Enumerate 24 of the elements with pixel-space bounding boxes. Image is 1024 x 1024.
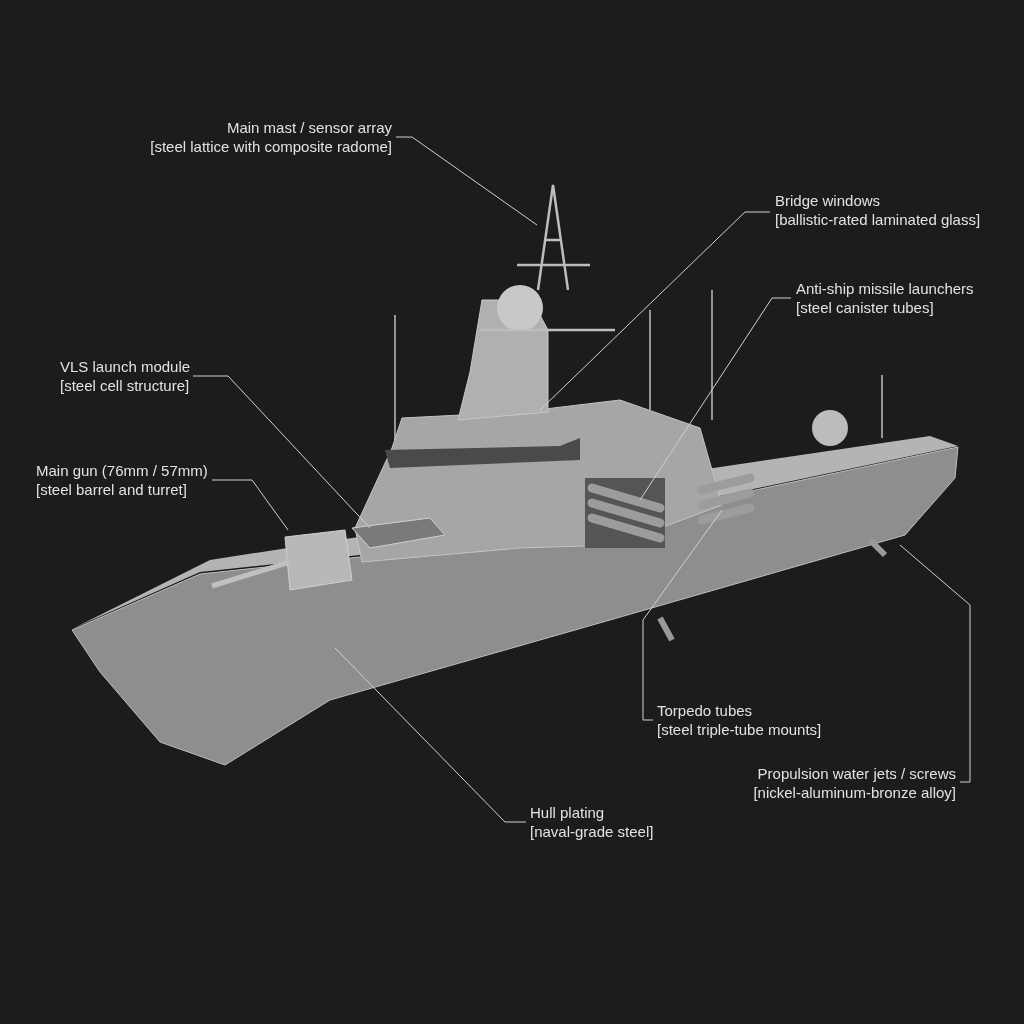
- part-name: Anti-ship missile launchers: [796, 279, 974, 298]
- material-note: [steel barrel and turret]: [36, 480, 187, 499]
- material-note: [ballistic-rated laminated glass]: [775, 210, 981, 229]
- leader-line: [642, 509, 723, 721]
- leader-line: [539, 211, 771, 411]
- material-note: [naval-grade steel]: [530, 822, 654, 841]
- leader-line: [192, 375, 371, 529]
- part-name: VLS launch module: [60, 357, 191, 376]
- part-name: Propulsion water jets / screws: [757, 764, 956, 783]
- material-note: [nickel-aluminum-bronze alloy]: [753, 783, 956, 802]
- material-note: [steel canister tubes]: [796, 298, 934, 317]
- part-name: Main gun (76mm / 57mm): [36, 461, 208, 480]
- part-name: Main mast / sensor array: [226, 118, 392, 137]
- material-note: [steel triple-tube mounts]: [657, 720, 822, 739]
- material-note: [steel lattice with composite radome]: [150, 137, 392, 156]
- part-name: Hull plating: [530, 803, 605, 822]
- part-name: Bridge windows: [775, 191, 881, 210]
- leader-line: [639, 297, 792, 501]
- leader-line: [395, 136, 538, 226]
- leader-line: [899, 544, 971, 783]
- part-name: Torpedo tubes: [657, 701, 753, 720]
- leader-line: [211, 479, 289, 531]
- leader-line: [334, 647, 527, 823]
- material-note: [steel cell structure]: [60, 376, 190, 395]
